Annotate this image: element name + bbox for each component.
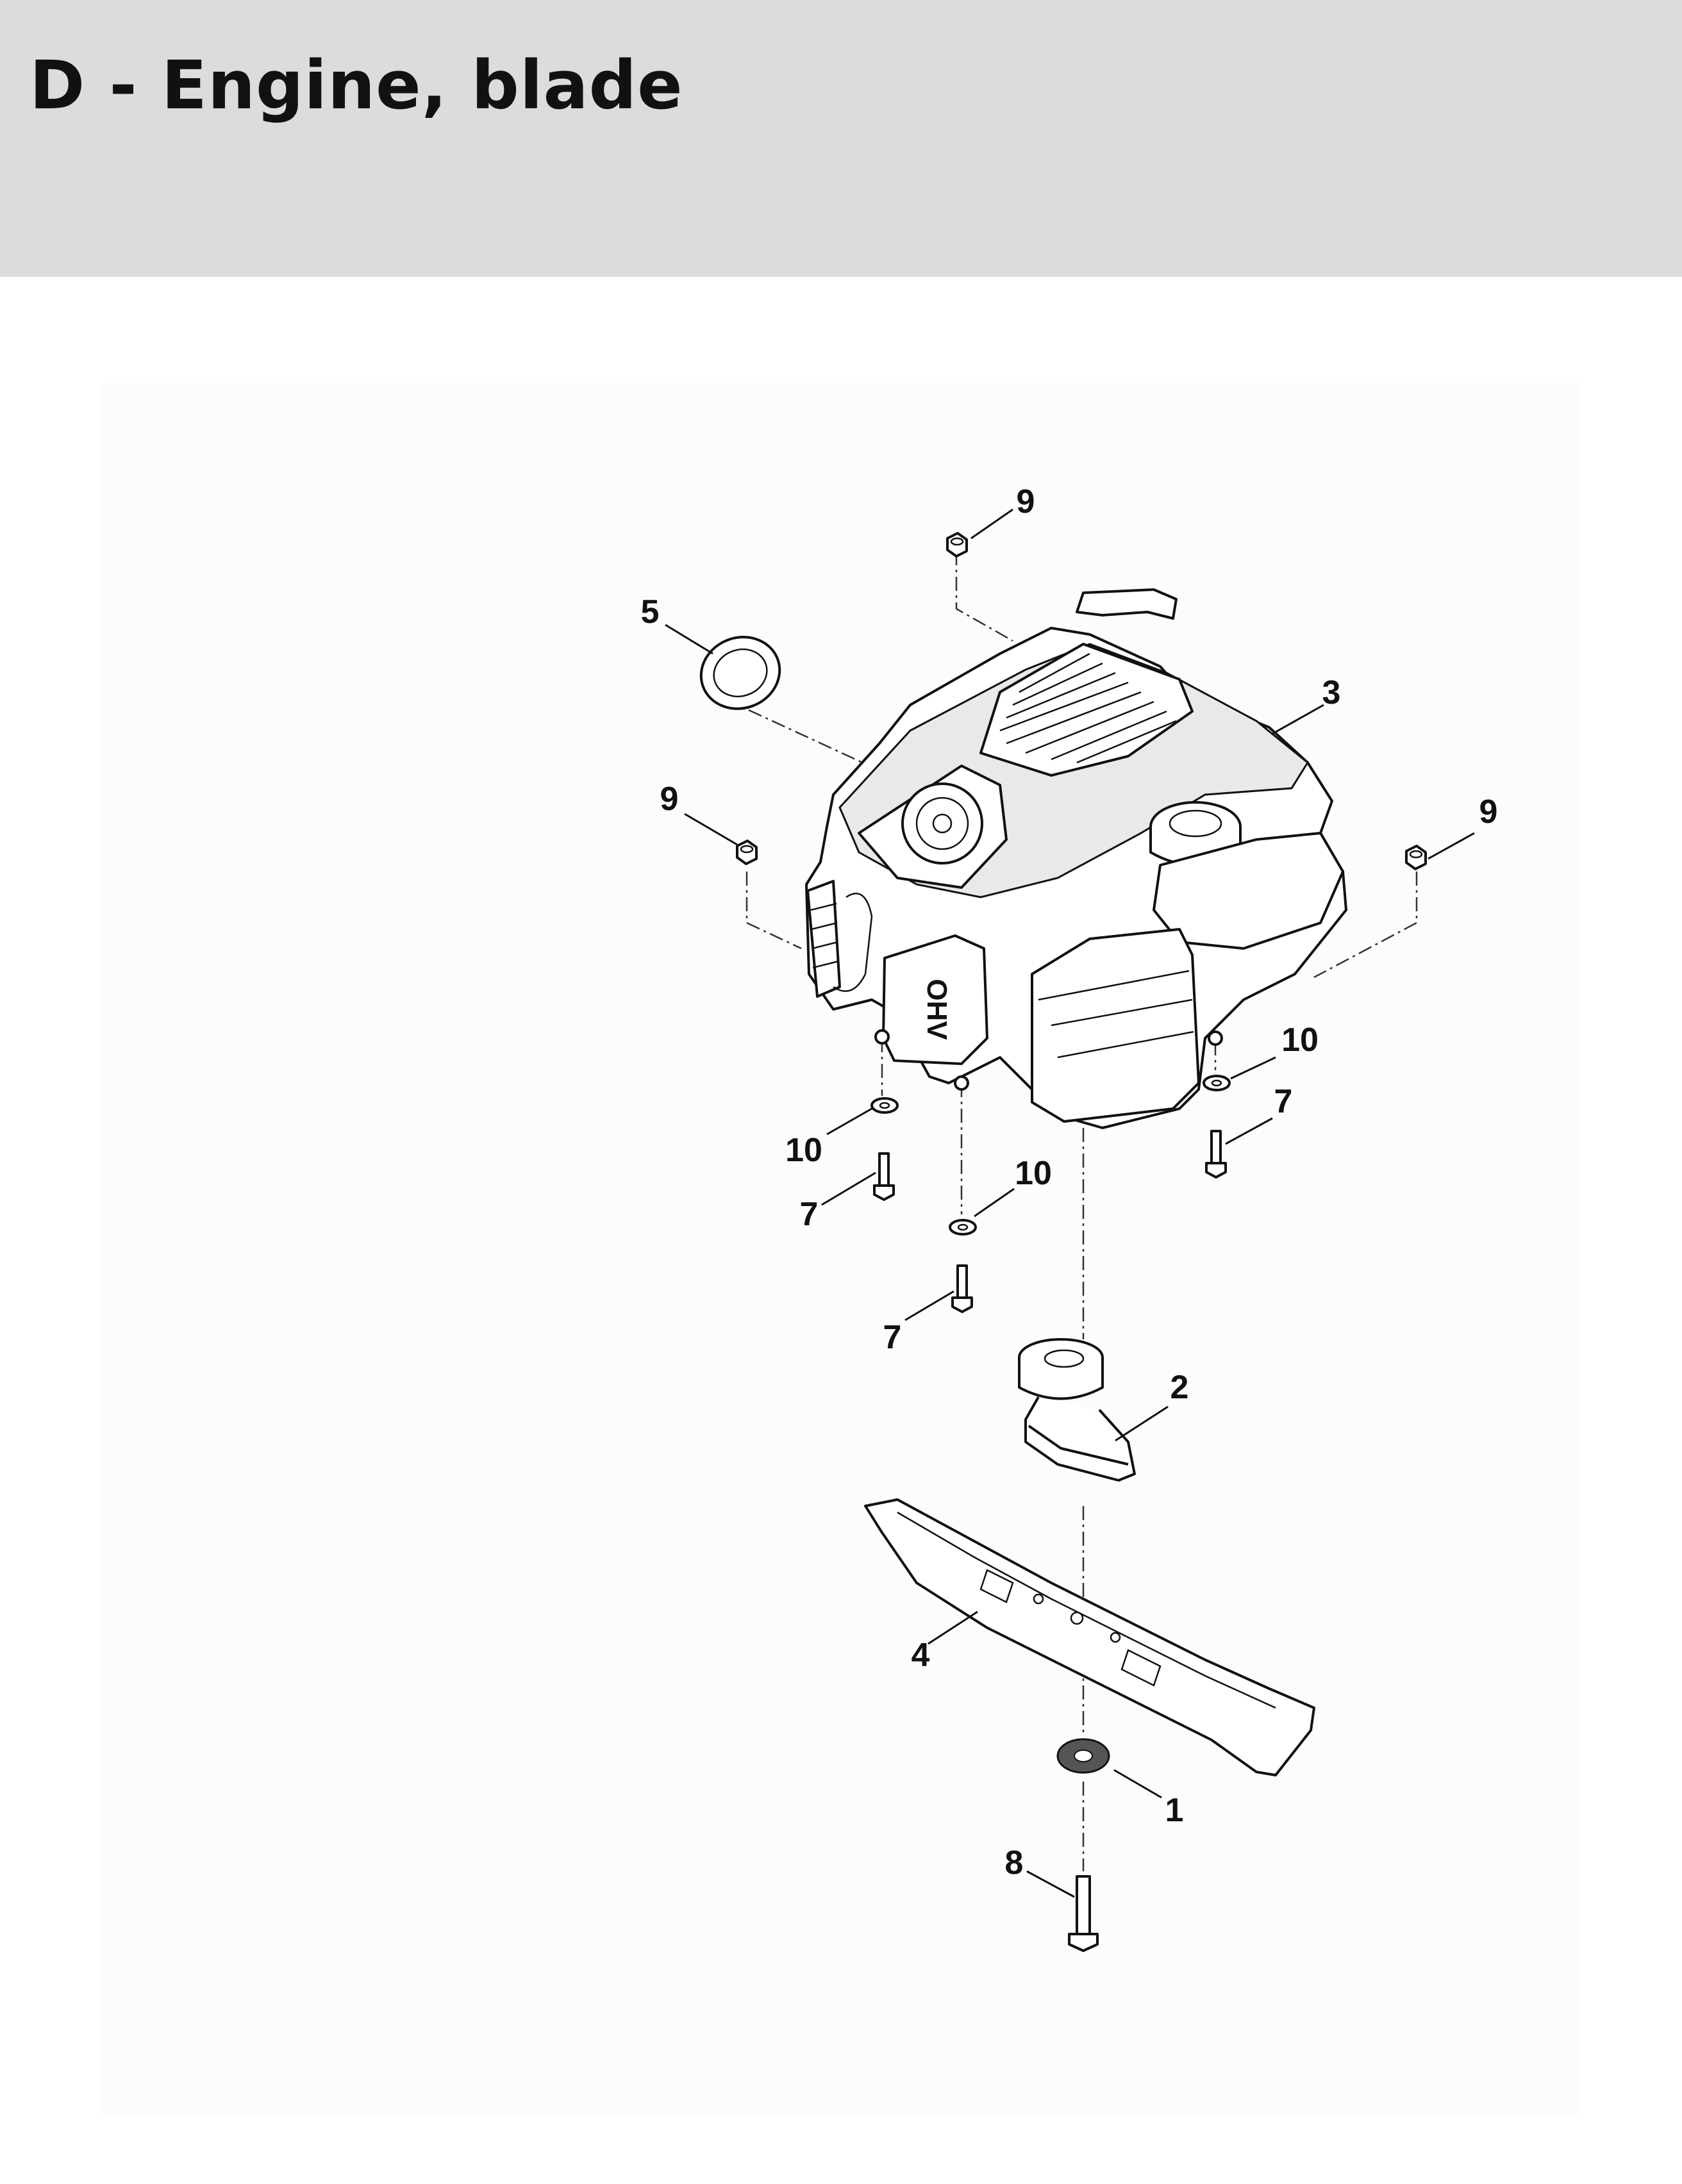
part-1-serrated-washer (1056, 1738, 1110, 1774)
callout-7-right: 7 (1274, 1083, 1293, 1120)
page-title: D - Engine, blade (29, 46, 683, 124)
part-7-bolt-left (873, 1152, 895, 1201)
part-2-blade-adapter (1018, 1338, 1136, 1482)
part-9-nut-top (946, 532, 968, 558)
callout-10-mid: 10 (1015, 1155, 1052, 1192)
callout-7-left: 7 (800, 1196, 819, 1233)
part-7-bolt-right (1205, 1130, 1227, 1179)
callout-9-top: 9 (1017, 483, 1035, 520)
engine-assembly: OHV (805, 588, 1347, 1129)
part-9-nut-right (1405, 845, 1427, 870)
engine-badge: OHV (921, 979, 953, 1040)
callout-labels: 9 5 3 9 9 10 7 10 7 10 7 2 4 1 8 (641, 483, 1498, 1882)
callout-5: 5 (641, 593, 660, 631)
callout-2: 2 (1170, 1369, 1189, 1406)
callout-8: 8 (1005, 1844, 1024, 1882)
part-8-blade-bolt (1068, 1875, 1099, 1952)
callout-9-left: 9 (660, 781, 679, 818)
callout-10-left: 10 (785, 1132, 822, 1169)
callout-9-right: 9 (1479, 793, 1498, 831)
callout-10-right: 10 (1281, 1022, 1319, 1059)
part-10-washer-right (1203, 1075, 1231, 1091)
part-10-washer-left (870, 1097, 899, 1114)
part-7-bolt-mid (951, 1264, 973, 1313)
callout-3: 3 (1322, 674, 1341, 711)
part-5-ring (699, 636, 781, 710)
callout-7-mid: 7 (883, 1319, 902, 1356)
page-header: D - Engine, blade (0, 0, 1682, 277)
part-10-washer-mid (949, 1219, 977, 1236)
diagram-area (100, 383, 1581, 2114)
leader-lines (665, 508, 1475, 1898)
part-9-nut-left (736, 840, 758, 865)
callout-4: 4 (912, 1637, 930, 1674)
callout-1: 1 (1165, 1792, 1184, 1829)
part-4-blade (864, 1498, 1315, 1776)
